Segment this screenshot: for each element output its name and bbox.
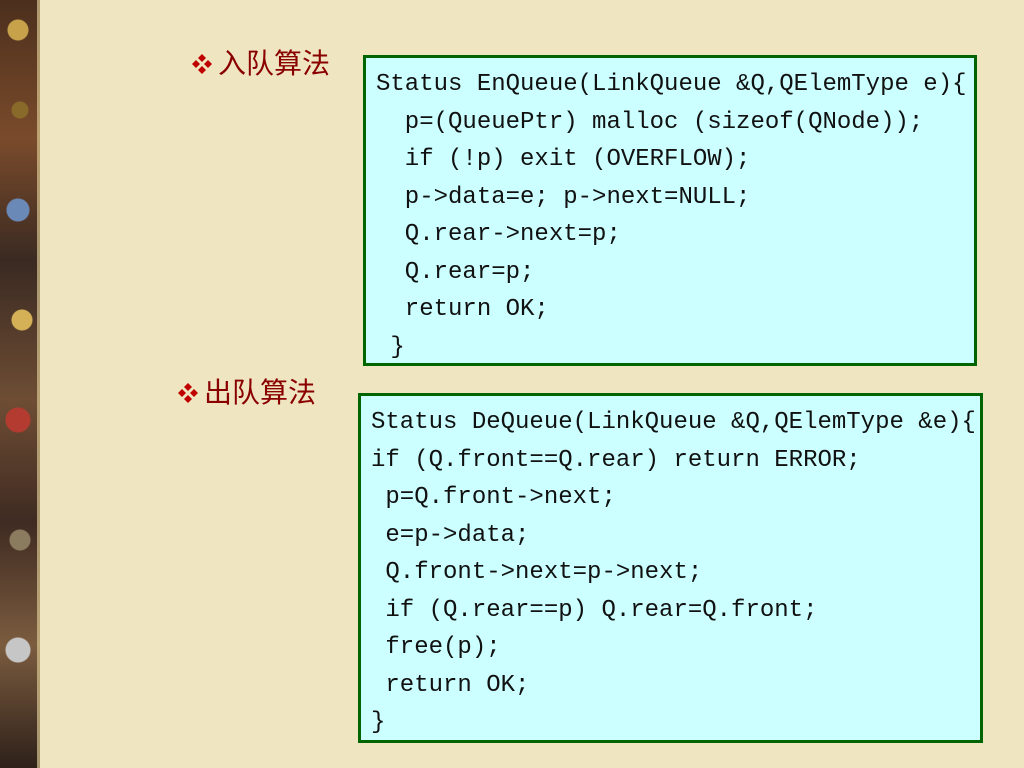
code-line: free(p); [371, 634, 501, 661]
diamond-bullet-icon [190, 52, 214, 76]
code-line: Q.front->next=p->next; [371, 559, 703, 586]
code-line: Status DeQueue(LinkQueue &Q,QElemType &e… [371, 409, 976, 436]
code-line: p->data=e; p->next=NULL; [376, 183, 751, 211]
diamond-bullet-icon [176, 381, 200, 405]
decorative-side-border [0, 0, 40, 768]
code-line: if (Q.rear==p) Q.rear=Q.front; [371, 596, 818, 624]
code-line: p=Q.front->next; [371, 484, 616, 511]
code-line: Q.rear->next=p; [376, 221, 621, 248]
code-line: return OK; [371, 671, 530, 699]
code-line: e=p->data; [371, 521, 530, 549]
enqueue-title-text: 入队算法 [218, 47, 331, 80]
code-line: } [371, 709, 386, 736]
dequeue-code-box: Status DeQueue(LinkQueue &Q,QElemType &e… [358, 393, 983, 743]
code-line: Status EnQueue(LinkQueue &Q,QElemType e)… [376, 71, 967, 98]
code-line: return OK; [376, 296, 549, 323]
code-line: if (!p) exit (OVERFLOW); [376, 146, 751, 173]
code-line: if (Q.front==Q.rear) return ERROR; [371, 446, 861, 474]
enqueue-section-title: 入队算法 [190, 50, 330, 78]
code-line: } [376, 333, 405, 361]
code-line: p=(QueuePtr) malloc (sizeof(QNode)); [376, 108, 924, 136]
dequeue-title-text: 出队算法 [204, 376, 317, 409]
dequeue-section-title: 出队算法 [176, 379, 316, 407]
enqueue-code-box: Status EnQueue(LinkQueue &Q,QElemType e)… [363, 55, 977, 366]
code-line: Q.rear=p; [376, 258, 535, 286]
